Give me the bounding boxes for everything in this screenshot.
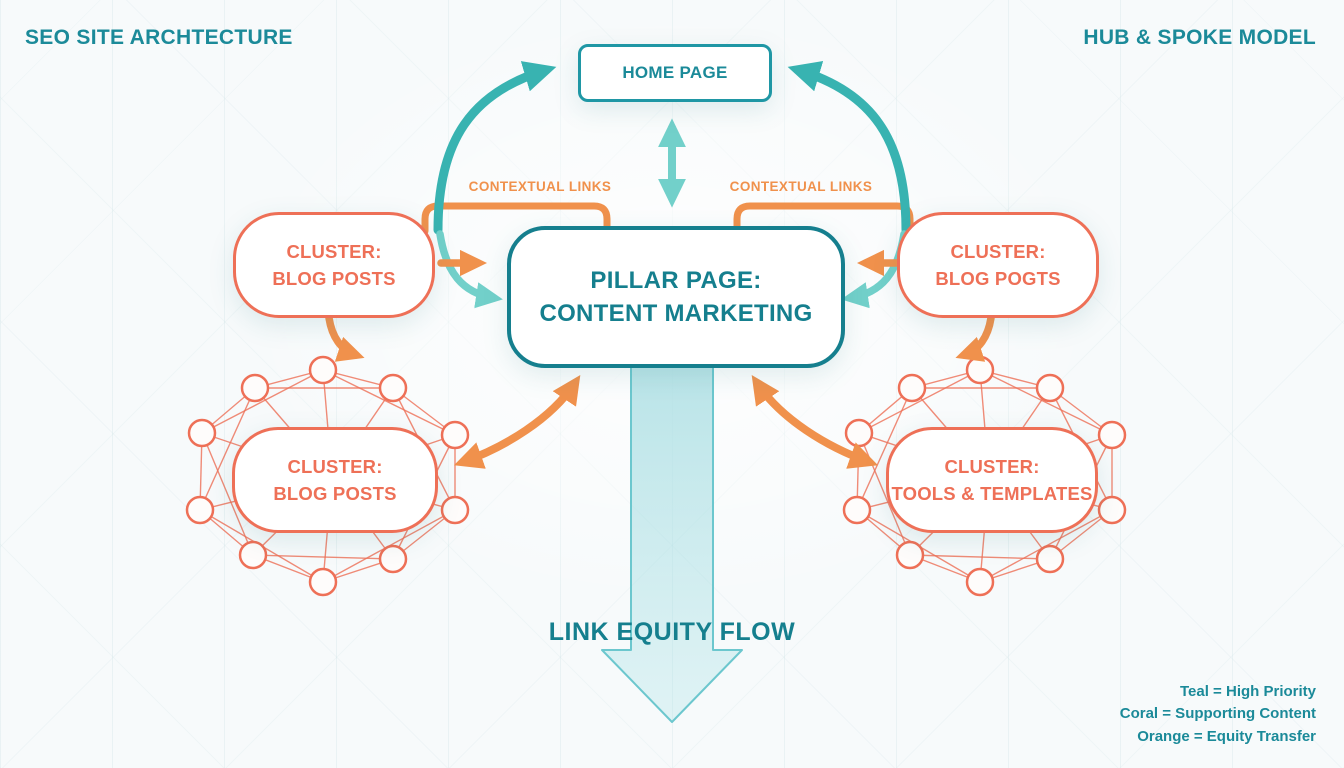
orange-arrow-cluster-to-network-left — [325, 314, 365, 362]
cluster-top-left-node: CLUSTER: BLOG POSTS — [233, 212, 435, 318]
cluster-top-right-node: CLUSTER: BLOG POGTS — [897, 212, 1099, 318]
cluster-top-left-line2: BLOG POSTS — [272, 268, 396, 289]
contextual-links-bracket-left — [421, 202, 611, 235]
cluster-bottom-right-line1: CLUSTER: — [944, 456, 1040, 477]
cluster-bottom-left-line1: CLUSTER: — [287, 456, 383, 477]
teal-arrow-left-to-pillar — [436, 230, 503, 309]
legend-item-orange: Orange = Equity Transfer — [1137, 727, 1316, 745]
orange-arrow-cluster-to-network-right — [955, 314, 995, 362]
cluster-bottom-right-line2: TOOLS & TEMPLATES — [891, 483, 1093, 504]
legend: Teal = High Priority Coral = Supporting … — [1120, 681, 1316, 749]
curve-arrow-left-to-home — [433, 61, 557, 235]
home-page-node: HOME PAGE — [578, 44, 772, 102]
cluster-top-left-line1: CLUSTER: — [286, 241, 382, 262]
page-title: SEO SITE ARCHTECTURE — [25, 26, 293, 49]
link-equity-flow-label: LINK EQUITY FLOW — [548, 618, 796, 646]
contextual-links-label-left: CONTEXTUAL LINKS — [468, 179, 612, 194]
pillar-page-line1: PILLAR PAGE: — [590, 267, 762, 294]
link-equity-flow-arrow — [601, 357, 743, 723]
cluster-bottom-left-node: CLUSTER: BLOG POSTS — [232, 427, 438, 533]
legend-item-coral: Coral = Supporting Content — [1119, 705, 1316, 722]
home-page-label: HOME PAGE — [622, 63, 728, 82]
cluster-bottom-right-node: CLUSTER: TOOLS & TEMPLATES — [886, 427, 1098, 533]
double-arrow-pillar-network-right — [751, 375, 879, 469]
curve-arrow-right-to-home — [787, 61, 911, 235]
pillar-page-node: PILLAR PAGE: CONTENT MARKETING — [507, 226, 845, 368]
model-title: HUB & SPOKE MODEL — [1083, 26, 1316, 49]
double-arrow-pillar-network-left — [453, 375, 581, 469]
pillar-page-line2: CONTENT MARKETING — [539, 300, 813, 327]
cluster-top-right-line1: CLUSTER: — [950, 241, 1046, 262]
legend-item-teal: Teal = High Priority — [1179, 682, 1316, 700]
cluster-top-right-line2: BLOG POGTS — [935, 268, 1061, 289]
cluster-bottom-left-line2: BLOG POSTS — [273, 483, 397, 504]
contextual-links-label-right: CONTEXTUAL LINKS — [729, 179, 873, 194]
